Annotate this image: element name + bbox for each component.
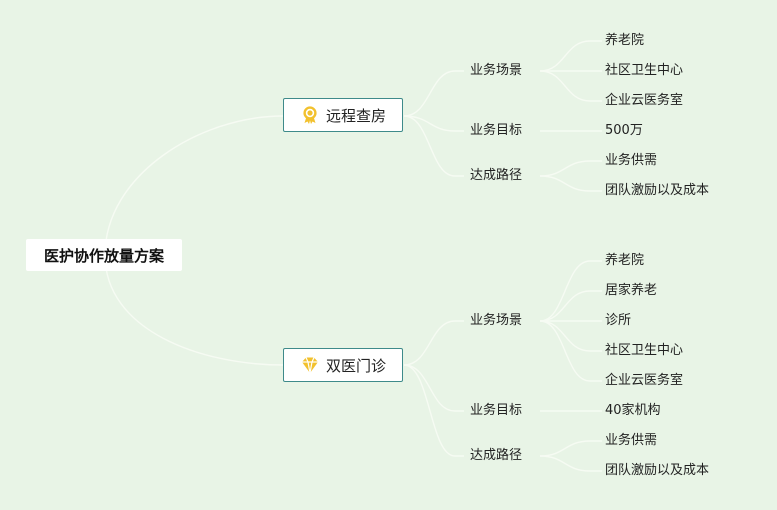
branch-topic-remote-rounds[interactable]: 远程查房 xyxy=(283,98,403,132)
connector-b2-s3-i1 xyxy=(539,440,602,457)
diamond-icon xyxy=(301,357,318,374)
connector-b1-s1 xyxy=(403,70,464,117)
connector-b1-s1-i3 xyxy=(539,70,602,102)
leaf-item[interactable]: 业务供需 xyxy=(605,433,658,448)
root-topic[interactable]: 医护协作放量方案 xyxy=(26,239,182,271)
leaf-item[interactable]: 企业云医务室 xyxy=(605,93,684,108)
connector-b1-s1-i1 xyxy=(539,40,602,72)
award-ribbon-icon xyxy=(303,106,317,124)
leaf-item[interactable]: 社区卫生中心 xyxy=(605,343,684,358)
branch-topic-label: 双医门诊 xyxy=(325,356,386,375)
connector-b2-s3-i2 xyxy=(539,455,602,472)
connector-b1-s2 xyxy=(403,115,464,132)
connector-b2-s2 xyxy=(403,364,464,412)
leaf-item[interactable]: 企业云医务室 xyxy=(605,373,684,388)
leaf-item[interactable]: 养老院 xyxy=(605,253,645,268)
connector-b1-s3-i1 xyxy=(539,160,602,177)
leaf-item[interactable]: 诊所 xyxy=(605,313,632,328)
branch-topic-label: 远程查房 xyxy=(325,106,386,125)
connector-root-branch-1 xyxy=(104,115,284,256)
branch-topic-dual-doctor-clinic[interactable]: 双医门诊 xyxy=(283,348,403,382)
leaf-item[interactable]: 500万 xyxy=(605,123,643,138)
connector-b2-s1-i4 xyxy=(539,320,602,352)
leaf-item[interactable]: 业务供需 xyxy=(605,153,658,168)
section-label-path[interactable]: 达成路径 xyxy=(470,168,523,183)
leaf-item[interactable]: 居家养老 xyxy=(605,283,658,298)
connector-b2-s1-i2 xyxy=(539,290,602,322)
connector-b1-s3-i2 xyxy=(539,175,602,192)
leaf-item[interactable]: 社区卫生中心 xyxy=(605,63,684,78)
connector-b2-s1-i1 xyxy=(539,260,602,322)
root-topic-label: 医护协作放量方案 xyxy=(43,246,164,265)
leaf-item[interactable]: 40家机构 xyxy=(605,403,661,418)
connector-b2-s1 xyxy=(403,320,464,366)
leaf-item[interactable]: 团队激励以及成本 xyxy=(605,463,710,478)
connector-b2-s3 xyxy=(403,364,464,457)
connector-b1-s3 xyxy=(403,115,464,177)
section-label-goal[interactable]: 业务目标 xyxy=(470,403,523,418)
connector-root-branch-2 xyxy=(104,254,284,366)
section-label-path[interactable]: 达成路径 xyxy=(470,448,523,463)
section-label-scenario[interactable]: 业务场景 xyxy=(470,313,523,328)
connector-b2-s1-i5 xyxy=(539,320,602,382)
leaf-item[interactable]: 团队激励以及成本 xyxy=(605,183,710,198)
section-label-scenario[interactable]: 业务场景 xyxy=(470,63,523,78)
leaf-item[interactable]: 养老院 xyxy=(605,33,645,48)
section-label-goal[interactable]: 业务目标 xyxy=(470,123,523,138)
